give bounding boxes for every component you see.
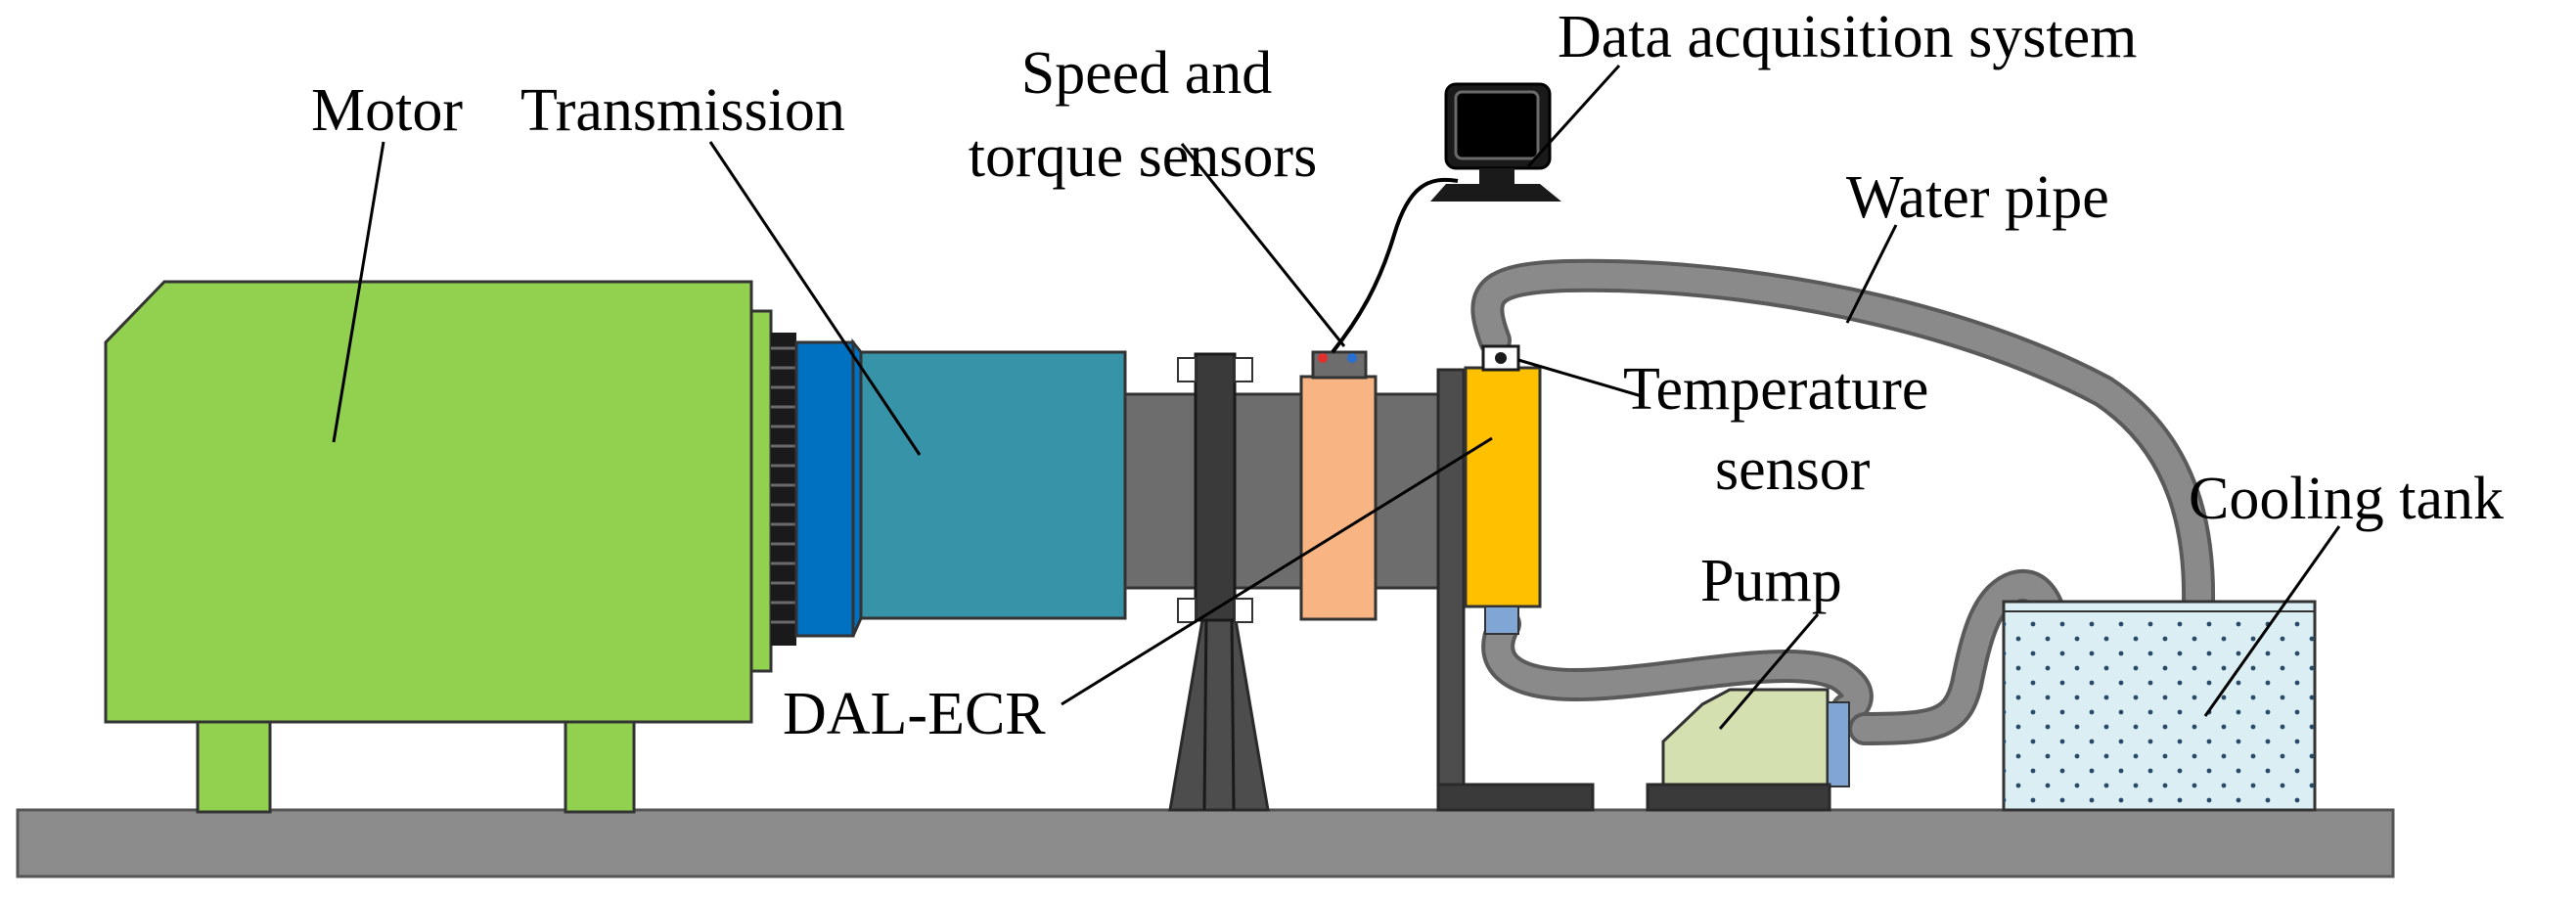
motor-foot-right <box>564 720 636 814</box>
pump-base <box>1646 783 1831 812</box>
bearing-support <box>1168 612 1270 812</box>
temperature-sensor-probe <box>1495 352 1507 364</box>
signal-cable <box>1331 177 1459 354</box>
coupling-ring-teeth <box>771 346 796 624</box>
bearing-bolt-bottom-left <box>1177 598 1197 623</box>
bearing-bolt-bottom-right <box>1234 598 1253 623</box>
bearing-bolt-top-left <box>1177 357 1197 382</box>
bearing-bolt-top-right <box>1234 357 1253 382</box>
sensor-pin-blue <box>1347 353 1357 363</box>
label-temperature-line1: Temperature <box>1623 356 1928 423</box>
ecr-stand-foot <box>1436 783 1595 812</box>
dal-ecr-body <box>1464 366 1542 608</box>
computer-keyboard <box>1430 184 1561 202</box>
pump-body <box>1661 688 1830 786</box>
bearing-plate <box>1194 352 1237 622</box>
label-data-acquisition: Data acquisition system <box>1558 4 2137 70</box>
label-dal-ecr: DAL-ECR <box>783 681 1046 747</box>
label-cooling-tank: Cooling tank <box>2189 466 2504 532</box>
dal-ecr-inlet-connector <box>1484 606 1519 635</box>
transmission-body <box>859 350 1127 620</box>
ecr-stand-post <box>1436 368 1466 792</box>
computer-screen <box>1454 90 1540 160</box>
computer-stand <box>1479 168 1514 184</box>
base-plate <box>16 808 2395 878</box>
label-motor: Motor <box>311 77 463 144</box>
motor-end-plate <box>749 309 773 673</box>
coupling-ring <box>771 333 796 646</box>
label-temperature-line2: sensor <box>1715 436 1871 503</box>
label-water-pipe: Water pipe <box>1846 164 2109 231</box>
label-speed-torque-line2: torque sensors <box>969 123 1317 190</box>
label-transmission: Transmission <box>520 77 845 144</box>
drive-shaft <box>1123 392 1440 590</box>
transmission-flange <box>794 340 855 638</box>
motor-body <box>104 280 753 724</box>
label-pump: Pump <box>1700 548 1842 614</box>
leader-lines <box>332 64 2341 730</box>
motor-foot-left <box>196 720 272 814</box>
label-speed-torque-line1: Speed and <box>1021 40 1273 107</box>
torque-sensor-body <box>1299 375 1378 621</box>
pump-outlet-connector <box>1827 701 1850 787</box>
sensor-pin-red <box>1318 353 1328 363</box>
